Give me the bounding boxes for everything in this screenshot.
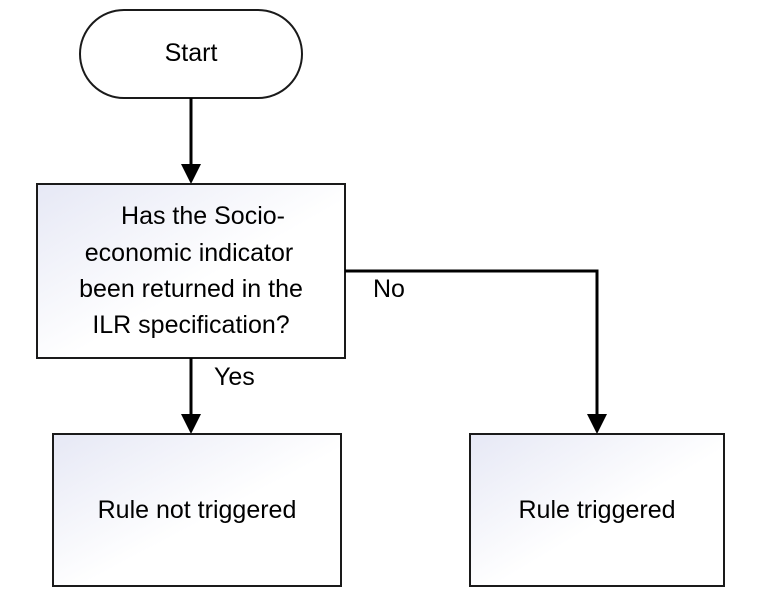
arrowhead-icon bbox=[587, 414, 607, 434]
outcome-not-triggered-node: Rule not triggered bbox=[52, 433, 342, 587]
outcome-triggered-node: Rule triggered bbox=[469, 433, 725, 587]
outcome-triggered-label: Rule triggered bbox=[518, 496, 675, 524]
decision-line-3: been returned in the bbox=[79, 275, 303, 303]
yes-label: Yes bbox=[214, 363, 255, 391]
connector-no: No bbox=[345, 269, 607, 434]
no-label: No bbox=[373, 275, 405, 303]
start-label: Start bbox=[165, 39, 218, 67]
decision-line-4: ILR specification? bbox=[92, 311, 289, 339]
outcome-not-triggered-label: Rule not triggered bbox=[98, 496, 297, 524]
decision-node: Has the Socio- economic indicator been r… bbox=[36, 183, 346, 359]
decision-line-2: economic indicator bbox=[85, 239, 293, 267]
start-node: Start bbox=[79, 9, 303, 99]
decision-line-1: Has the Socio- bbox=[121, 202, 285, 230]
connector-yes: Yes bbox=[181, 358, 255, 434]
connector-start-to-decision bbox=[181, 98, 201, 184]
arrowhead-icon bbox=[181, 164, 201, 184]
arrowhead-icon bbox=[181, 414, 201, 434]
